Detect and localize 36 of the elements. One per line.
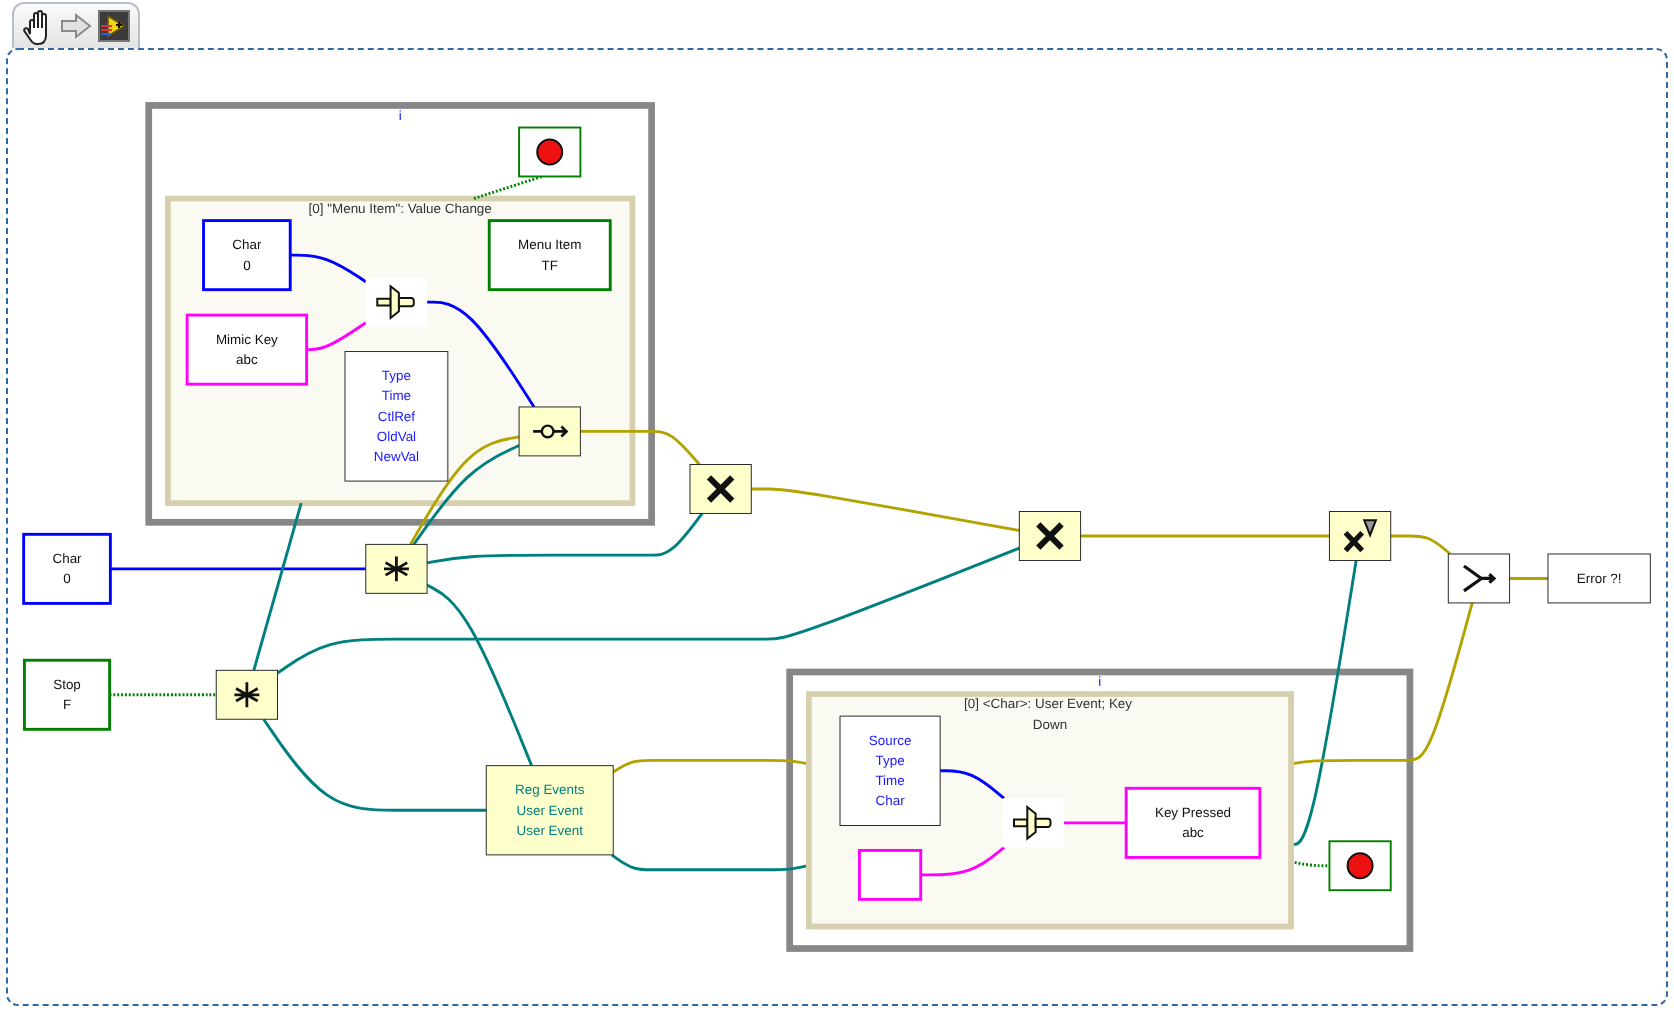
wire (473, 175, 543, 200)
wire (290, 253, 367, 283)
wire (1390, 534, 1452, 556)
wire (1290, 602, 1474, 766)
wire (276, 546, 1020, 675)
wire (252, 502, 303, 671)
function-block (689, 464, 752, 514)
function-block (518, 406, 581, 457)
wire (110, 567, 366, 571)
wire (1080, 534, 1330, 538)
function-block (1018, 511, 1082, 561)
wire (1290, 860, 1330, 868)
function-block (1447, 553, 1511, 604)
wire (580, 430, 701, 466)
type-cast-block (365, 277, 428, 327)
wire (426, 583, 533, 767)
wire (427, 300, 536, 408)
stop-terminal (518, 126, 582, 178)
function-block (1328, 511, 1392, 561)
wire (1063, 821, 1127, 825)
wire (610, 853, 810, 872)
function-block (365, 543, 428, 594)
function-block (215, 669, 278, 720)
wire (1290, 560, 1358, 846)
wire (612, 758, 810, 774)
wire (1509, 577, 1548, 580)
stop-terminal (1328, 840, 1392, 892)
wire (751, 487, 1020, 532)
wire (109, 693, 217, 697)
wire (426, 512, 704, 565)
wire (940, 769, 1005, 800)
wire (920, 846, 1005, 877)
wire (306, 321, 367, 352)
type-cast-block (1002, 798, 1064, 848)
wire (262, 718, 487, 812)
string-constant (858, 849, 923, 901)
